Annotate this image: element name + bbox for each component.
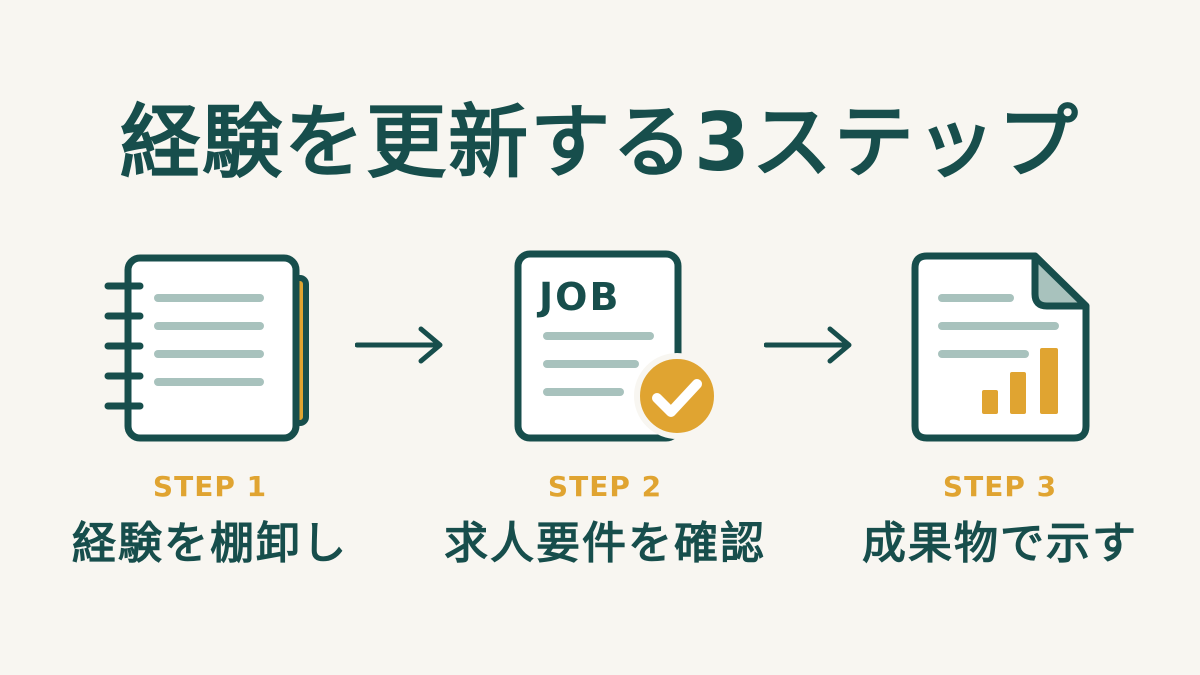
step-description: 経験を棚卸し xyxy=(72,518,348,569)
step-label: STEP 3 xyxy=(942,470,1058,503)
job-document-check-icon: JOB xyxy=(514,250,720,442)
step-1: STEP 1 経験を棚卸し xyxy=(60,248,360,569)
step-3: STEP 3 成果物で示す xyxy=(850,248,1150,569)
notebook-icon xyxy=(104,254,309,442)
page-title: 経験を更新する3ステップ xyxy=(120,96,1080,189)
document-chart-icon xyxy=(911,252,1090,442)
arrow-right-icon xyxy=(764,326,852,364)
step-label: STEP 2 xyxy=(547,470,663,503)
job-text: JOB xyxy=(536,275,620,319)
step-description: 成果物で示す xyxy=(862,518,1138,569)
arrow-right-icon xyxy=(355,326,443,364)
step-label: STEP 1 xyxy=(152,470,268,503)
step-2: JOB STEP 2 求人要件を確認 xyxy=(444,248,764,569)
step-description: 求人要件を確認 xyxy=(444,518,766,569)
